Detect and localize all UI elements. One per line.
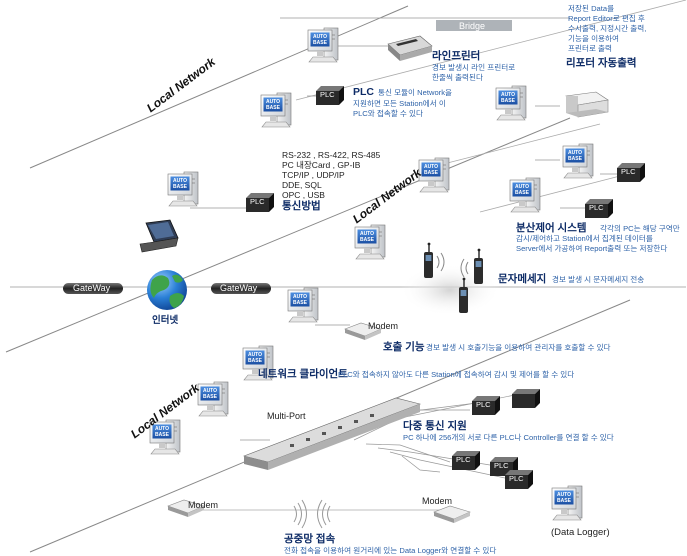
- workstation-logo-text: BASE: [313, 40, 328, 46]
- bridge-bar: [436, 20, 512, 31]
- distributed-desc-1: 각각의 PC는 해당 구역만: [600, 224, 680, 233]
- report-desc-5: 프린터로 출력: [568, 44, 613, 53]
- workstation-logo-text: AUTO: [173, 178, 187, 184]
- multi-port-hub-icon: [243, 397, 421, 470]
- report-desc-4: 기능을 이용하여: [568, 34, 620, 43]
- workstation-logo-text: AUTO: [313, 34, 327, 40]
- workstation-logo-text: BASE: [557, 498, 572, 504]
- distributed-desc-2: 감시/제어하고 Station에서 집계된 데이터를: [516, 234, 653, 243]
- report-desc-3: 수시출력, 지정시간 출력,: [568, 24, 647, 33]
- workstation-logo-text: BASE: [266, 105, 281, 111]
- workstation-logo-text: AUTO: [203, 388, 217, 394]
- report-desc-1: 저장된 Data를: [568, 4, 615, 13]
- multi-port-label: Multi-Port: [267, 411, 306, 421]
- internet-label: 인터넷: [152, 315, 179, 326]
- plc-box-label-4: PLC: [589, 203, 604, 212]
- pstn-title: 공중망 접속: [284, 533, 336, 545]
- plc-desc-2: 지원하면 모든 Station에서 이: [353, 99, 446, 108]
- workstation-logo-text: AUTO: [360, 231, 374, 237]
- pstn-desc: 전화 접속을 이용하여 원거리에 있는 Data Logger와 연결할 수 있…: [284, 546, 497, 555]
- protocols-title: 통신방법: [282, 200, 321, 212]
- line-printer-desc-1: 경보 발생시 라인 프린터로: [432, 63, 516, 72]
- plc-box-label-7: PLC: [494, 461, 509, 470]
- modem-label-call: Modem: [368, 321, 399, 331]
- workstation-logo-text: AUTO: [248, 352, 262, 358]
- plc-desc-1: 통신 모듈이 Network을: [378, 88, 452, 97]
- distributed-title: 분산제어 시스템: [516, 222, 587, 234]
- protocol-3: TCP/IP , UDP/IP: [282, 170, 345, 180]
- plc-desc-3: PLC와 접속할 수 있다: [353, 109, 424, 118]
- client-desc: PLC와 접속하지 않아도 다른 Station에 접속하여 감시 및 제어를 …: [338, 370, 575, 379]
- sms-title: 문자메세지: [498, 273, 547, 285]
- workstation-logo-text: BASE: [360, 237, 375, 243]
- call-desc: 경보 발생 시 호출기능을 이용하여 관리자를 호출할 수 있다: [426, 343, 611, 352]
- protocol-2: PC 내장Card , GP-IB: [282, 160, 361, 170]
- line-printer-desc-2: 한줄씩 출력된다: [432, 73, 484, 82]
- report-title: 리포터 자동출력: [566, 57, 637, 69]
- protocol-1: RS-232 , RS-422, RS-485: [282, 150, 381, 160]
- plc-box-label-3: PLC: [621, 167, 636, 176]
- workstation-logo-text: AUTO: [266, 99, 280, 105]
- distributed-desc-3: Server에서 가공하여 Report출력 또는 저장한다: [516, 244, 668, 253]
- workstation-logo-text: AUTO: [568, 150, 582, 156]
- data-logger-label: (Data Logger): [551, 527, 610, 538]
- multi-comm-title: 다중 통신 지원: [403, 420, 467, 432]
- client-title: 네트워크 클라이언트: [258, 368, 348, 380]
- workstation-logo-text: BASE: [424, 170, 439, 176]
- gateway-right: [211, 283, 271, 294]
- plc-box-label-6: PLC: [456, 455, 471, 464]
- bridge-label: Bridge: [459, 21, 486, 31]
- workstation-logo-text: BASE: [203, 394, 218, 400]
- multi-comm-desc: PC 하나에 256개의 서로 다른 PLC나 Controller를 연결 할…: [403, 433, 614, 442]
- workstation-logo-text: AUTO: [293, 294, 307, 300]
- plc-title: PLC: [353, 86, 374, 98]
- workstation-logo-text: BASE: [248, 358, 263, 364]
- report-desc-2: Report Editor로 편집 후: [568, 14, 645, 23]
- workstation-logo-text: AUTO: [515, 184, 529, 190]
- gateway-left-label: GateWay: [73, 283, 111, 293]
- laptop-icon: [139, 219, 179, 253]
- workstation-logo-text: AUTO: [155, 426, 169, 432]
- line-printer-icon: [387, 35, 433, 61]
- plc-box-label-8: PLC: [509, 474, 524, 483]
- plc-box-label-5: PLC: [476, 400, 491, 409]
- workstation-logo-text: AUTO: [557, 492, 571, 498]
- workstation-logo-text: AUTO: [424, 164, 438, 170]
- report-printer-icon: [565, 91, 609, 118]
- call-title: 호출 기능: [383, 341, 425, 353]
- modem-label-left: Modem: [188, 500, 219, 510]
- sms-desc: 경보 발생 시 문자메세지 전송: [552, 275, 645, 284]
- internet-globe-icon: [147, 270, 187, 310]
- workstation-logo-text: BASE: [155, 432, 170, 438]
- workstation-logo-text: BASE: [173, 184, 188, 190]
- plc-box-label-2: PLC: [250, 197, 265, 206]
- protocol-4: DDE, SQL: [282, 180, 322, 190]
- workstation-logo-text: BASE: [501, 98, 516, 104]
- workstation-logo-text: BASE: [568, 156, 583, 162]
- workstation-logo-text: BASE: [293, 300, 308, 306]
- gateway-right-label: GateWay: [220, 283, 258, 293]
- workstation-logo-text: AUTO: [501, 92, 515, 98]
- modem-label-right: Modem: [422, 496, 453, 506]
- workstation-logo-text: BASE: [515, 190, 530, 196]
- plc-box-label-1: PLC: [320, 90, 335, 99]
- line-printer-title: 라인프린터: [432, 50, 481, 62]
- gateway-left: [63, 283, 123, 294]
- protocol-5: OPC , USB: [282, 190, 325, 200]
